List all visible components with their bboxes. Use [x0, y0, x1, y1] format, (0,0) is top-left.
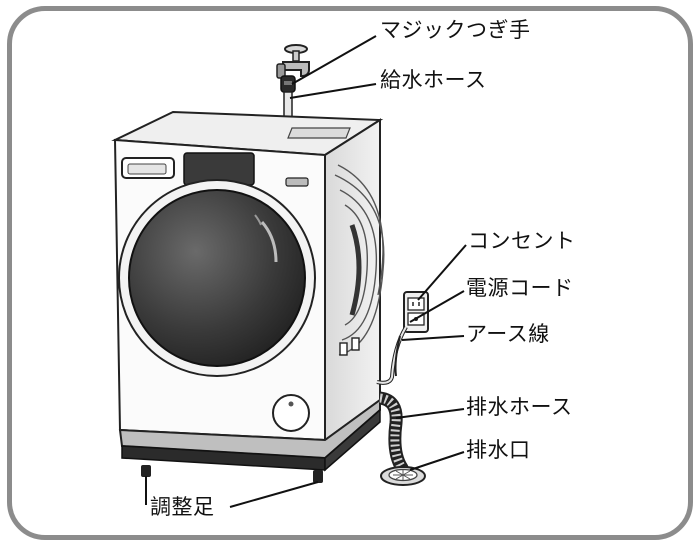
label-supply-hose: 給水ホース: [380, 68, 487, 92]
leader-ground-wire: [401, 335, 465, 341]
washing-machine-body: [111, 110, 385, 472]
leader-lines: [145, 35, 467, 508]
label-drain-port: 排水口: [466, 438, 531, 462]
leader-magic-joint: [291, 35, 377, 85]
label-drain-hose: 排水ホース: [466, 395, 573, 419]
leader-outlet: [417, 244, 467, 301]
power-cord-icon: [376, 325, 408, 385]
leader-power-cord: [409, 290, 465, 323]
adjuster-foot-left-icon: [141, 465, 151, 477]
label-magic-joint: マジックつぎ手: [380, 18, 531, 42]
faucet-icon: [276, 44, 310, 93]
leader-adjuster-right: [229, 481, 319, 508]
ground-wire-icon: [394, 335, 401, 377]
label-outlet: コンセント: [468, 229, 576, 253]
leader-supply-hose: [289, 83, 377, 99]
leader-drain-port: [409, 451, 465, 471]
outlet-icon: [403, 291, 429, 333]
leader-drain-hose: [395, 408, 465, 419]
drain-port-icon: [380, 466, 426, 486]
label-power-cord: 電源コード: [466, 276, 574, 300]
label-adjuster-feet: 調整足: [150, 495, 215, 519]
label-ground-wire: アース線: [466, 322, 550, 346]
adjuster-foot-right-icon: [313, 470, 323, 483]
